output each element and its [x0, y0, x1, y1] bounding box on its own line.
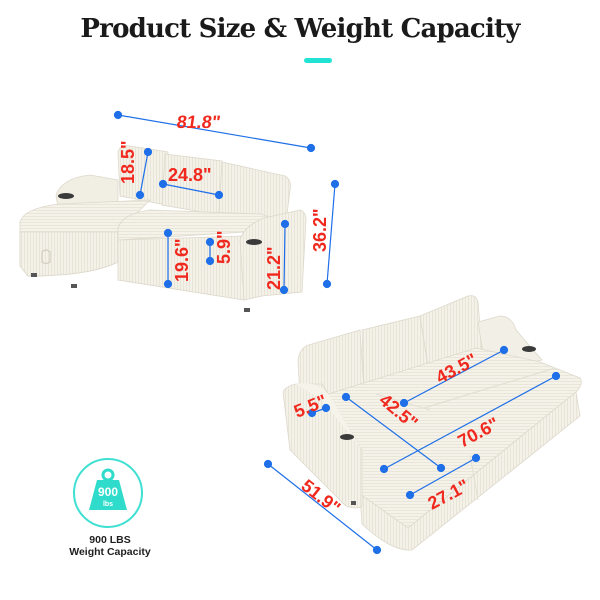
weight-capacity-badge: 900 lbs 900 LBS Weight Capacity [59, 458, 159, 558]
page-title: Product Size & Weight Capacity [80, 14, 520, 44]
back-cushion-width-label: 24.8" [168, 165, 212, 185]
sleeper-dimension-lines [263, 345, 561, 555]
badge-weight-value: 900 [98, 485, 118, 499]
badge-weight-unit: lbs [103, 501, 113, 508]
badge-label-line2: Weight Capacity [69, 546, 151, 558]
badge-label-line1: 900 LBS [89, 534, 131, 546]
sectional-dimension-lines [113, 110, 340, 295]
back-cushion-height-label: 18.5" [118, 140, 138, 184]
sleeper-sofa-image [282, 295, 582, 551]
badge-circle: 900 lbs [73, 458, 143, 528]
arm-height-label: 21.2" [264, 246, 284, 290]
overall-height-label: 36.2" [310, 208, 330, 252]
title-accent-bar [304, 58, 332, 63]
sectional-sofa-image [19, 145, 307, 312]
seat-thickness-label: 5.9" [214, 230, 234, 264]
seat-height-label: 19.6" [172, 238, 192, 282]
overall-width-label: 81.8" [175, 112, 221, 132]
kettlebell-weight-icon: 900 lbs [89, 468, 127, 510]
